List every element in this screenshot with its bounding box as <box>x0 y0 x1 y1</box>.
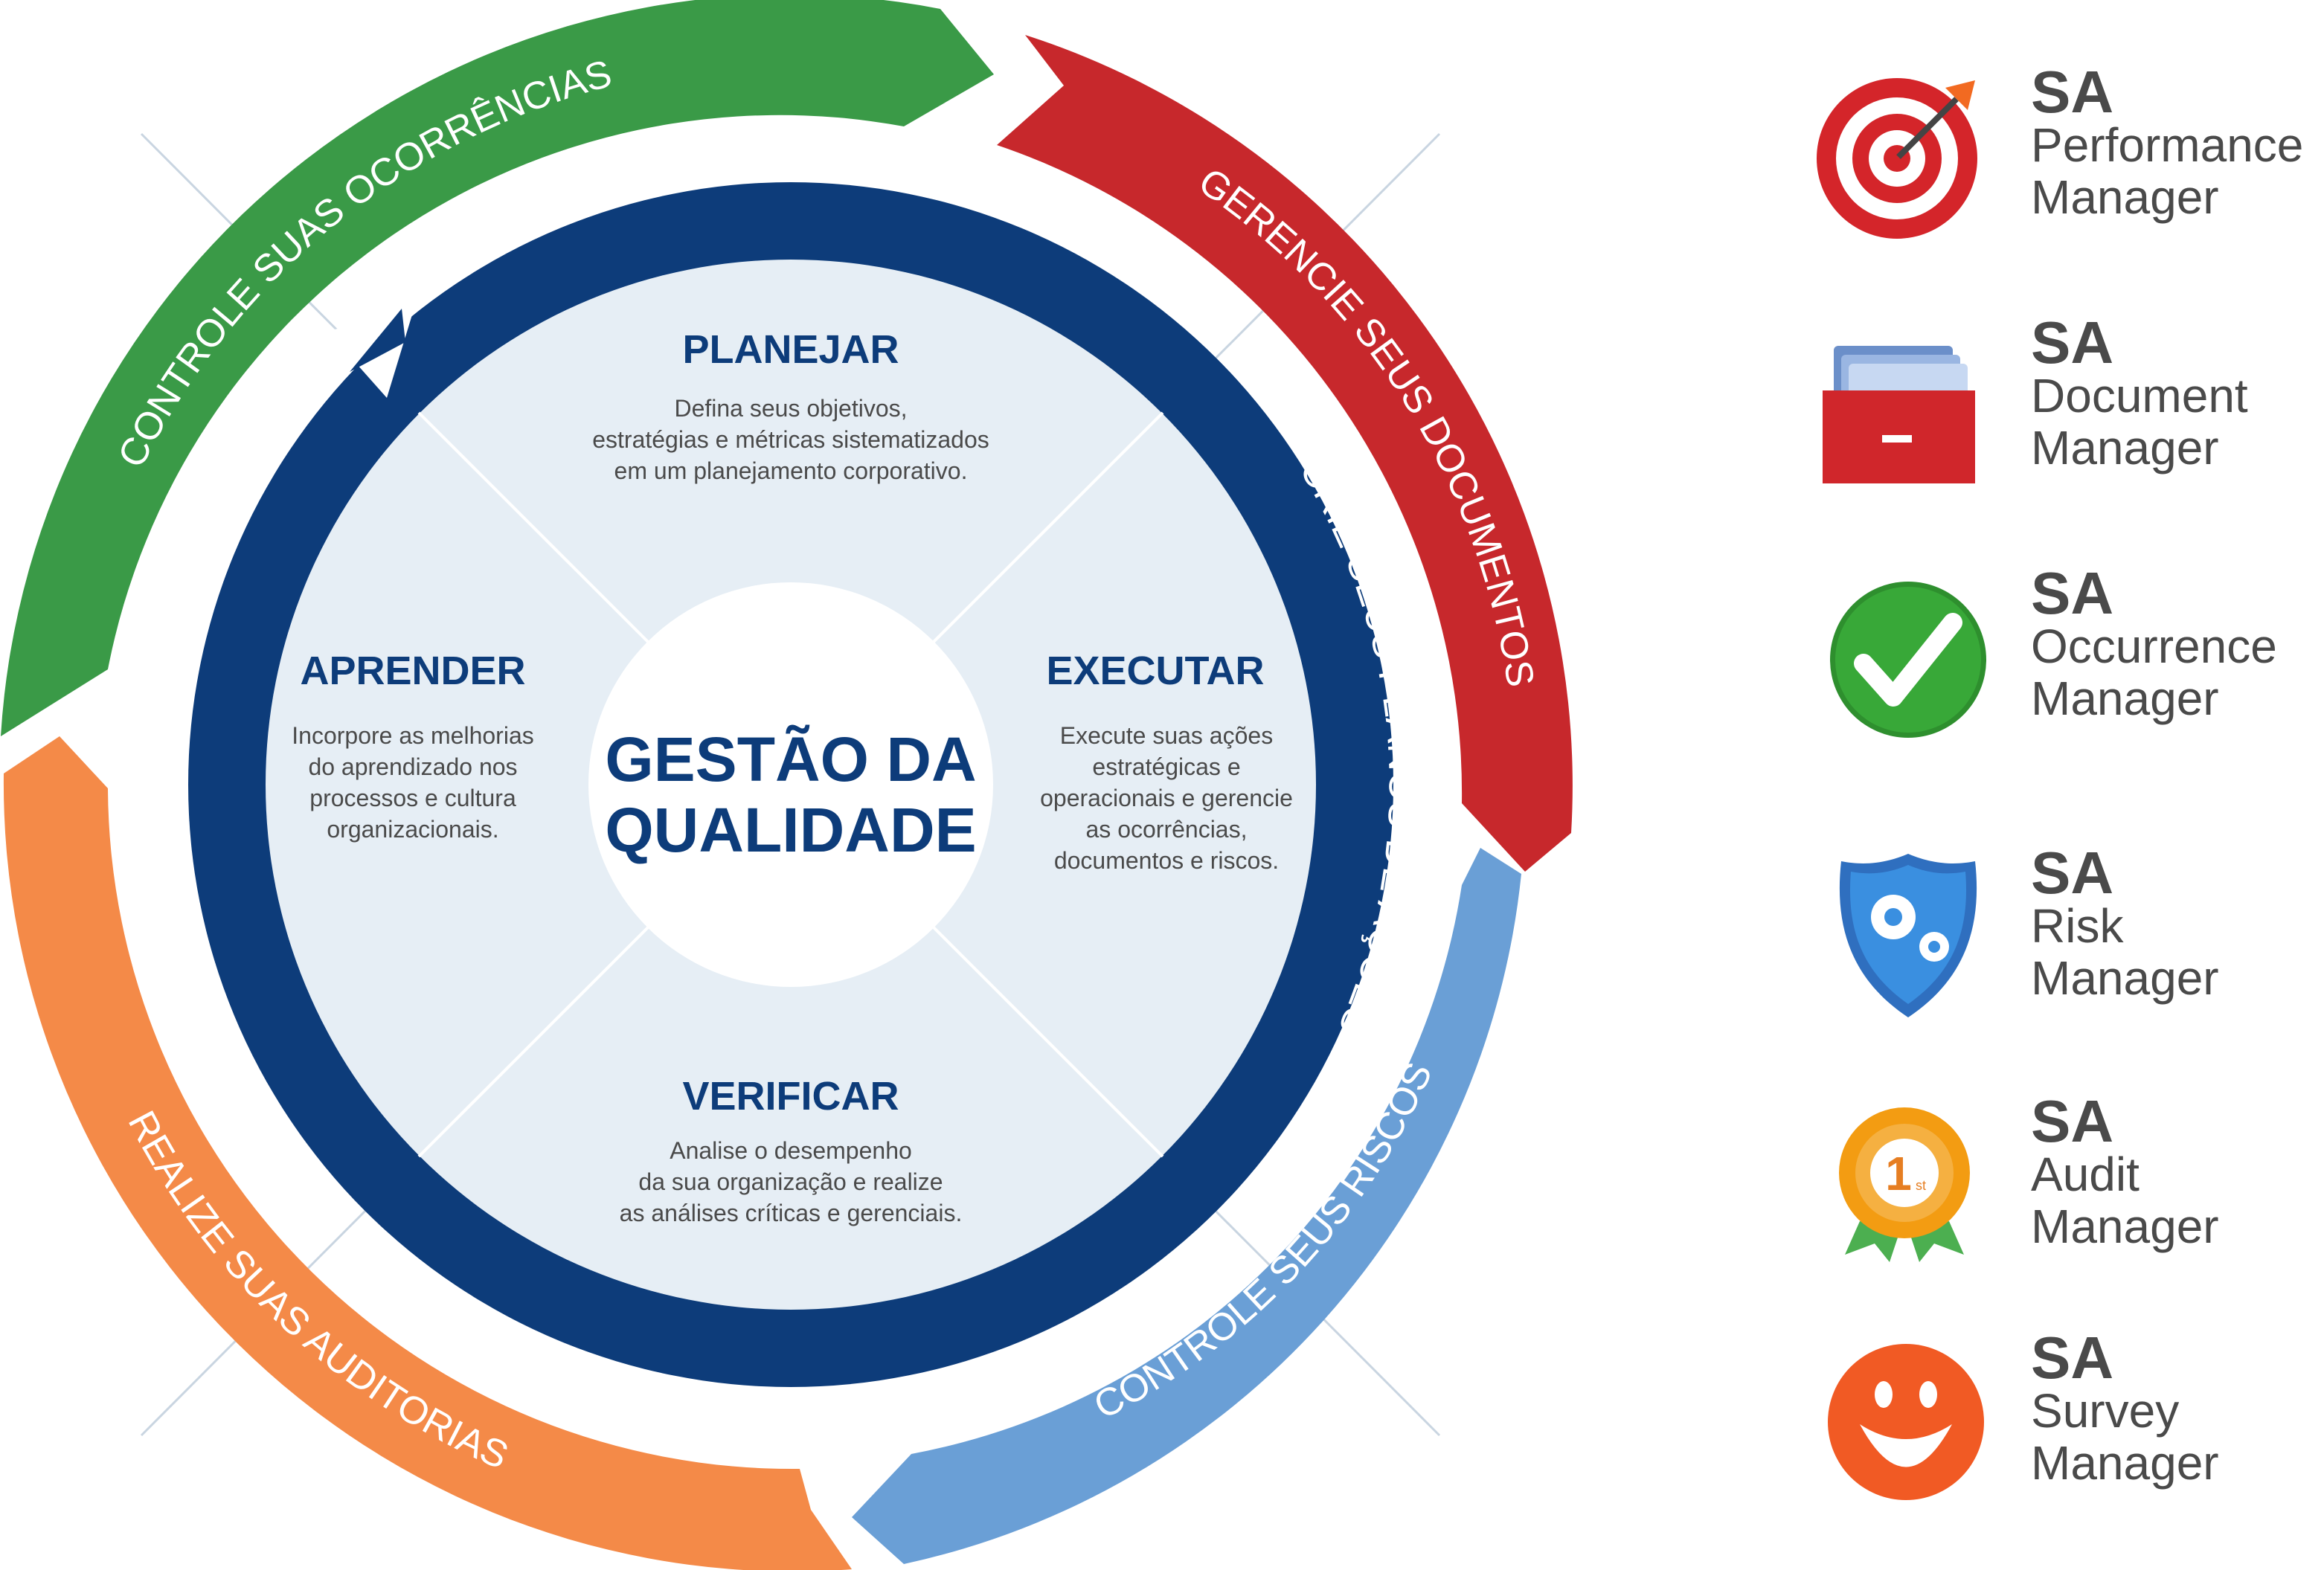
outer-arrow-occurrences <box>1 0 994 736</box>
center-title-line2: QUALIDADE <box>605 795 976 865</box>
checkmark-icon <box>1830 582 1986 738</box>
legend-item-audit: 1 st SA Audit Manager <box>1815 1088 2321 1288</box>
legend-product-name: Audit <box>2031 1148 2140 1201</box>
legend-item-occurrence: SA Occurrence Manager <box>1815 560 2321 760</box>
learn-desc-line: organizacionais. <box>327 816 498 843</box>
quadrant-title-verify: VERIFICAR <box>682 1074 899 1119</box>
learn-desc-line: do aprendizado nos <box>308 753 517 780</box>
quadrant-title-execute: EXECUTAR <box>1046 649 1264 693</box>
plan-desc-line: em um planejamento corporativo. <box>614 457 968 484</box>
outer-arrow-documents <box>997 35 1573 872</box>
execute-desc-line: as ocorrências, <box>1086 816 1248 843</box>
legend-product-name: Occurrence <box>2031 620 2277 673</box>
execute-desc-line: operacionais e gerencie <box>1040 785 1293 811</box>
quadrant-title-learn: APRENDER <box>300 649 525 693</box>
shield-gears-icon <box>1839 854 1977 1017</box>
legend-product-suffix: Manager <box>2031 421 2219 474</box>
quality-management-diagram: GESTÃO DA QUALIDADE PLANEJAR EXECUTAR VE… <box>1 0 1573 1570</box>
quadrant-title-plan: PLANEJAR <box>682 327 899 372</box>
legend-product-name: Performance <box>2031 118 2304 172</box>
legend-item-performance: SA Performance Manager <box>1815 59 2321 259</box>
legend-product-suffix: Manager <box>2031 170 2219 224</box>
legend-product-suffix: Manager <box>2031 951 2219 1005</box>
inner-arrow-head-fill <box>350 309 405 372</box>
execute-desc-line: Execute suas ações <box>1060 722 1273 749</box>
learn-desc-line: Incorpore as melhorias <box>292 722 533 749</box>
legend-product-suffix: Manager <box>2031 1200 2219 1253</box>
legend-item-document: SA Document Manager <box>1815 309 2321 509</box>
verify-desc-line: as análises críticas e gerenciais. <box>620 1200 963 1226</box>
legend-product-suffix: Manager <box>2031 1436 2219 1490</box>
legend-item-risk: SA Risk Manager <box>1815 840 2321 1040</box>
legend-product-name: Risk <box>2031 899 2124 953</box>
legend-brand: SA <box>2031 309 2114 376</box>
legend-item-survey: SA Survey Manager <box>1815 1325 2321 1525</box>
legend-product-suffix: Manager <box>2031 672 2219 725</box>
smiley-icon <box>1828 1344 1984 1500</box>
document-folder-icon <box>1823 346 1975 483</box>
learn-desc-line: processos e cultura <box>309 785 516 811</box>
outer-arrow-risks <box>852 848 1521 1564</box>
quadrant-dividers <box>417 411 1164 1158</box>
outer-arrow-audits <box>3 736 852 1570</box>
plan-desc-line: Defina seus objetivos, <box>674 395 907 422</box>
legend-brand: SA <box>2031 1088 2114 1154</box>
center-title-line1: GESTÃO DA <box>605 724 976 794</box>
legend-product-name: Survey <box>2031 1384 2180 1438</box>
svg-text:1: 1 <box>1885 1147 1912 1200</box>
execute-desc-line: documentos e riscos. <box>1054 847 1279 874</box>
center-circle <box>588 582 993 987</box>
target-icon <box>1817 78 1977 239</box>
legend-brand: SA <box>2031 59 2114 125</box>
execute-desc-line: estratégicas e <box>1092 753 1240 780</box>
legend-brand: SA <box>2031 560 2114 626</box>
legend-product-name: Document <box>2031 369 2248 422</box>
svg-text:st: st <box>1916 1178 1926 1193</box>
verify-desc-line: da sua organização e realize <box>638 1168 943 1195</box>
plan-desc-line: estratégias e métricas sistematizados <box>592 426 989 453</box>
verify-desc-line: Analise o desempenho <box>670 1137 912 1164</box>
legend-brand: SA <box>2031 840 2114 906</box>
legend-brand: SA <box>2031 1325 2114 1391</box>
award-medal-icon: 1 st <box>1839 1107 1970 1262</box>
